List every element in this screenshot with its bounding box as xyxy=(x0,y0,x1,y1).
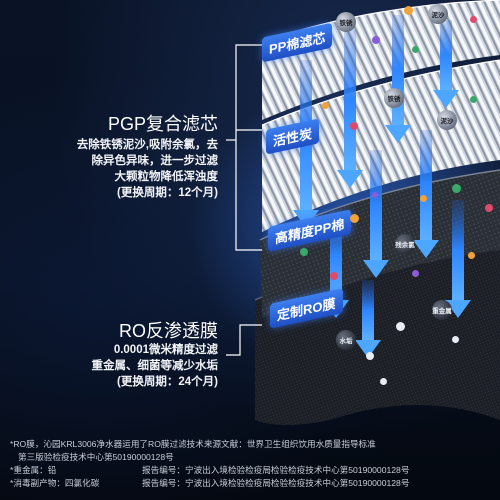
ro-description: 0.0001微米精度过滤 重金属、细菌等减少水垢 (更换周期：24个月) xyxy=(92,342,219,390)
footnote-report: 报告编号：宁波出入境检验检疫局检验检疫技术中心第50190000128号 xyxy=(142,465,410,475)
dot xyxy=(322,102,329,109)
pgp-line: 大颗粒物降低浑浊度 xyxy=(114,171,219,183)
pgp-line: (更换周期：12个月) xyxy=(117,187,218,199)
ro-line: 0.0001微米精度过滤 xyxy=(113,344,218,356)
dot xyxy=(420,195,427,202)
dot xyxy=(412,46,419,53)
dot xyxy=(350,122,358,130)
ro-line: (更换周期：24个月) xyxy=(117,376,218,388)
footnote-disinfection: *消毒副产物：四氯化碳 xyxy=(10,478,100,488)
dot xyxy=(470,96,477,103)
pgp-line: 除异色异味，进一步过滤 xyxy=(91,155,219,167)
dot xyxy=(330,272,338,280)
dot xyxy=(452,336,459,343)
dot xyxy=(485,204,493,212)
ro-line: 重金属、细菌等减少水垢 xyxy=(91,360,219,372)
footnote-line: *RO膜，沁园KRL3006净水器运用了RO膜过滤技术来源文献：世界卫生组织饮用… xyxy=(10,439,376,449)
dot xyxy=(468,252,475,259)
footnote-row: *消毒副产物：四氯化碳 报告编号：宁波出入境检验检疫局检验检疫技术中心第5019… xyxy=(10,477,495,490)
scale-particle: 水垢 xyxy=(336,330,356,350)
rust-particle: 铁锈 xyxy=(336,12,356,32)
pgp-description: 去除铁锈泥沙,吸附余氯，去 除异色异味，进一步过滤 大颗粒物降低浑浊度 (更换周… xyxy=(77,137,218,201)
ro-title: RO反渗透膜 xyxy=(119,321,218,341)
footnote: *RO膜，沁园KRL3006净水器运用了RO膜过滤技术来源文献：世界卫生组织饮用… xyxy=(10,438,495,490)
pgp-line: 去除铁锈泥沙,吸附余氯，去 xyxy=(76,139,218,151)
dot xyxy=(372,36,380,44)
heavy-metal-particle: 重金属 xyxy=(432,300,452,320)
dot xyxy=(412,270,419,277)
sediment-particle: 泥沙 xyxy=(437,110,457,130)
dot xyxy=(372,192,378,198)
dot xyxy=(300,248,308,256)
footnote-report: 报告编号：宁波出入境检验检疫局检验检疫技术中心第50190000128号 xyxy=(142,478,410,488)
dot xyxy=(452,184,461,193)
dot xyxy=(396,322,405,331)
footnote-line: 第三版验检疫技术中心第50190000128号 xyxy=(18,452,174,462)
sediment-particle: 泥沙 xyxy=(428,4,448,24)
footnote-row: *重金属：铅 报告编号：宁波出入境检验检疫局检验检疫技术中心第501900001… xyxy=(10,464,495,477)
dot xyxy=(366,352,374,360)
dot xyxy=(380,378,387,385)
dot xyxy=(470,16,477,23)
pgp-title: PGP复合滤芯 xyxy=(107,114,218,134)
dot xyxy=(404,6,413,15)
dot xyxy=(350,214,359,223)
footnote-heavy-metal: *重金属：铅 xyxy=(10,465,57,475)
bracket-lines xyxy=(226,44,262,356)
residual-chlorine-particle: 残余氯 xyxy=(395,234,415,254)
rust-particle: 铁锈 xyxy=(384,88,404,108)
